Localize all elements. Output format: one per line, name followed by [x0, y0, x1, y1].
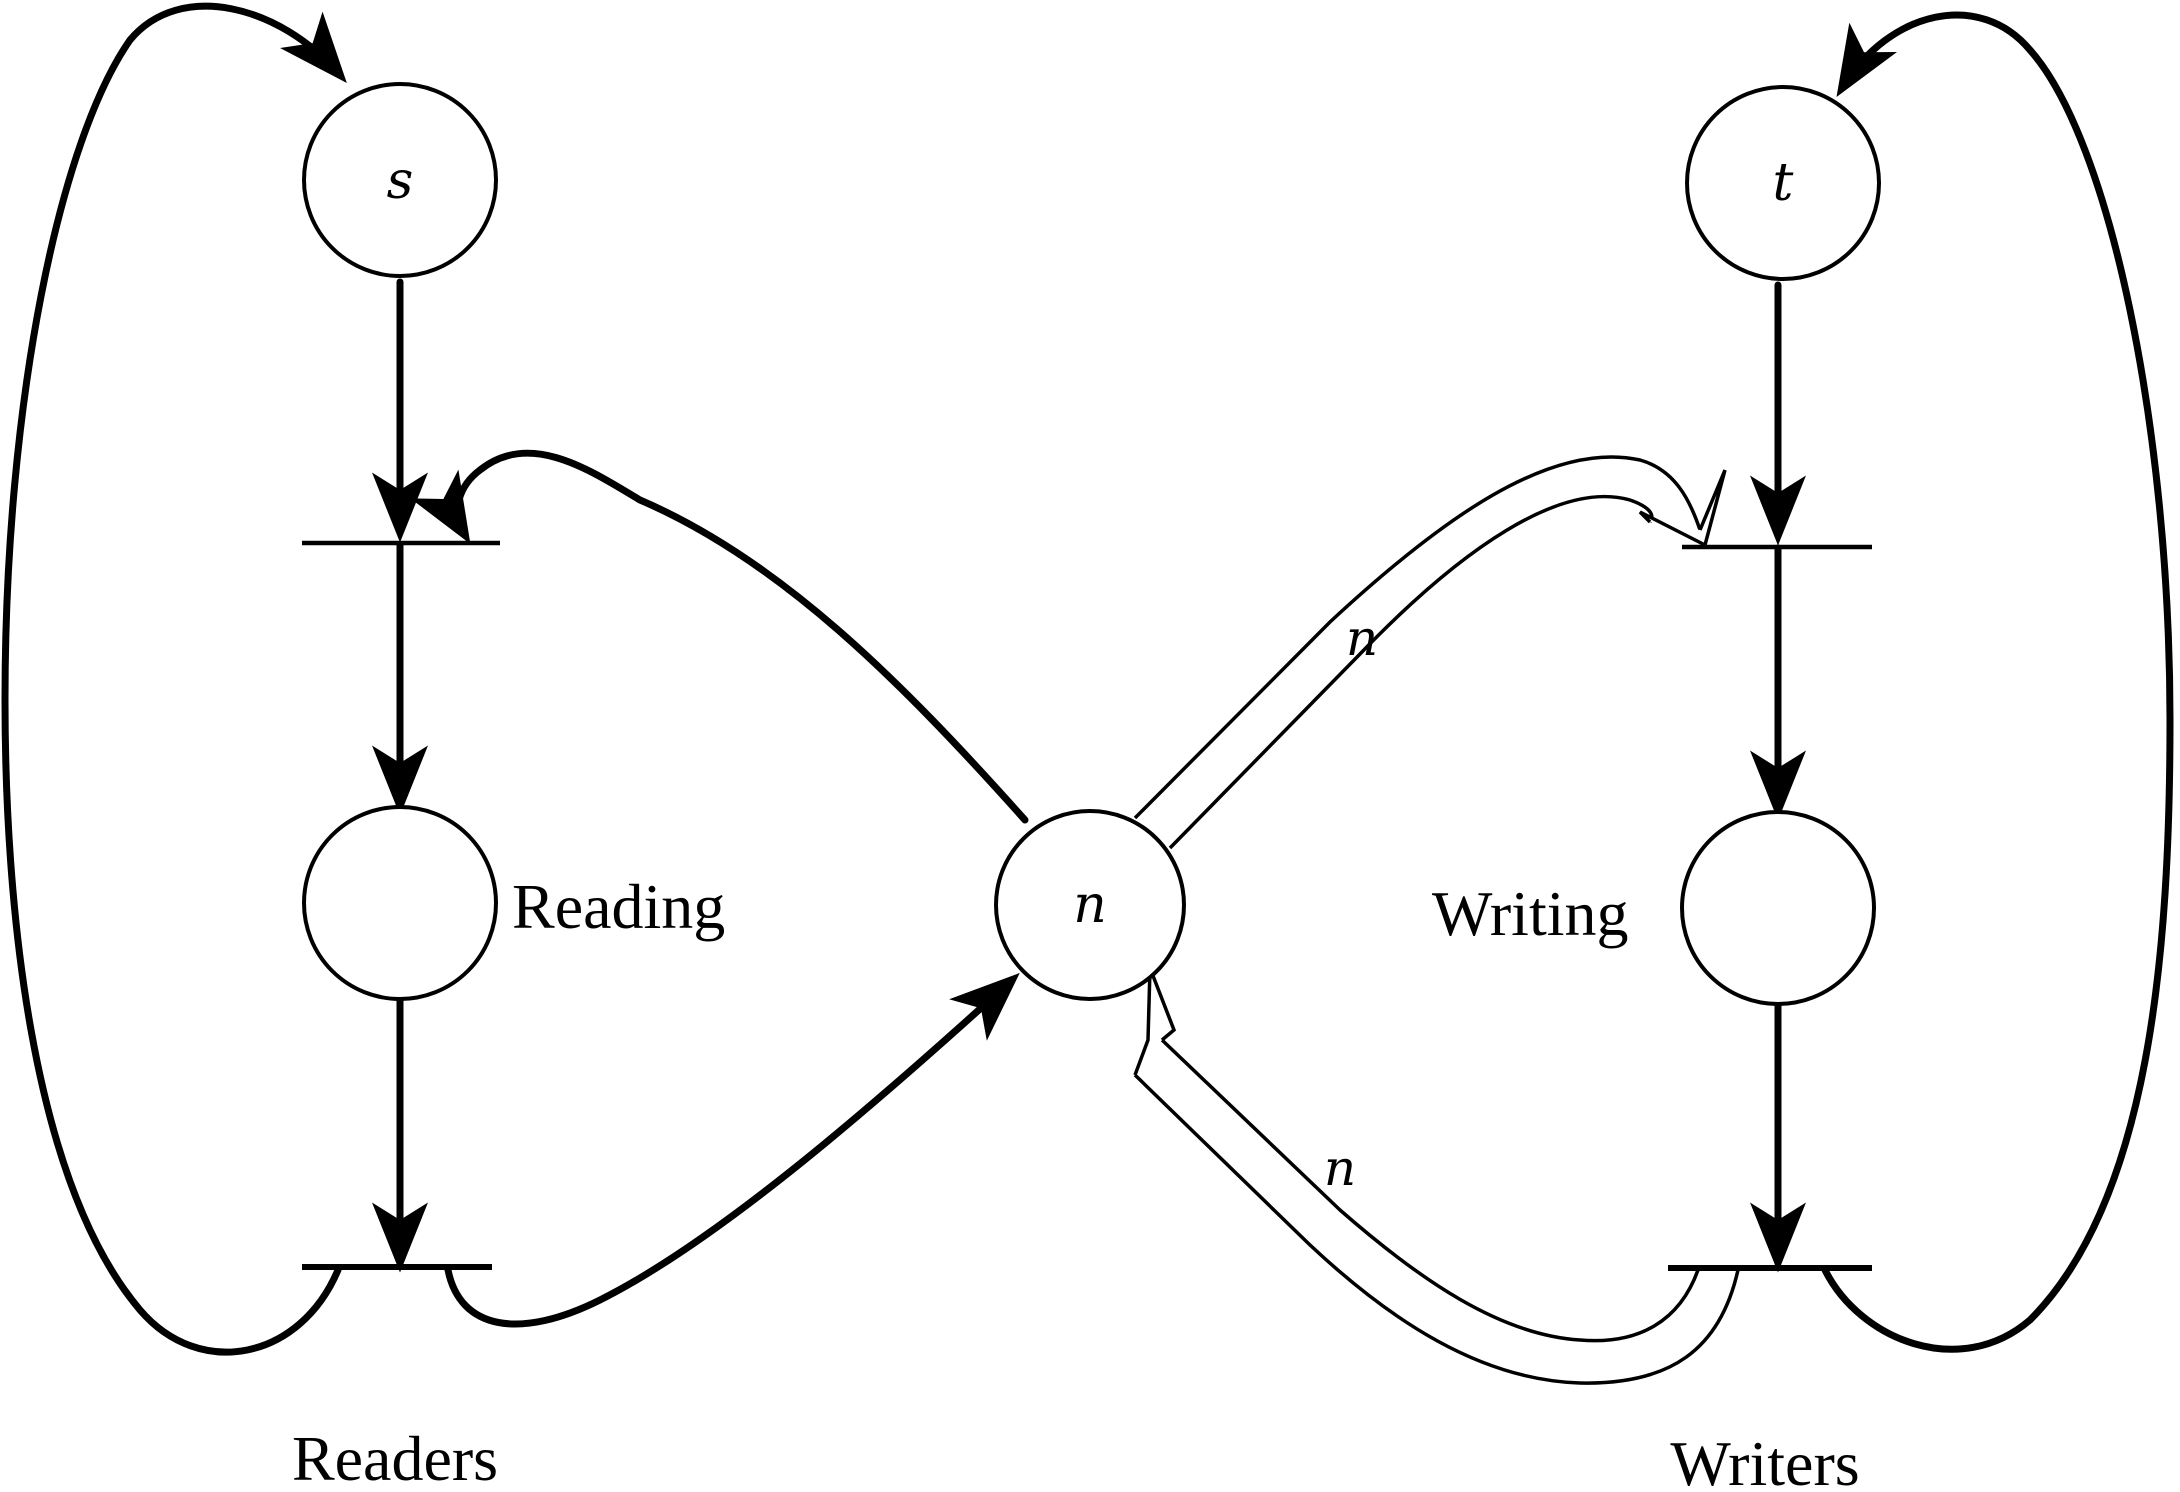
arc-writers-loop [1821, 11, 2174, 1353]
arc-n-to-reader-start [410, 449, 1029, 824]
place-reading [302, 805, 498, 1001]
place-t: t [1685, 85, 1881, 281]
arc-reader-end-to-n [444, 972, 1020, 1328]
arc-writer-end-to-n [1133, 967, 1740, 1385]
label-writers: Writers [1670, 1428, 1859, 1492]
place-writing [1680, 810, 1876, 1006]
label-writing: Writing [1432, 878, 1629, 949]
place-s-token: s [387, 151, 414, 211]
weight-n-to-writer-start: n [1346, 609, 1378, 667]
label-reading: Reading [512, 871, 725, 942]
arc-n-to-writer-start [1133, 455, 1727, 850]
place-s: s [302, 82, 498, 278]
place-t-token: t [1773, 153, 1794, 213]
place-n: n [994, 809, 1186, 1001]
weight-writer-end-to-n: n [1324, 1139, 1356, 1197]
arc-readers-loop [1, 2, 347, 1356]
label-readers: Readers [292, 1423, 498, 1492]
place-n-token: n [1073, 875, 1107, 935]
